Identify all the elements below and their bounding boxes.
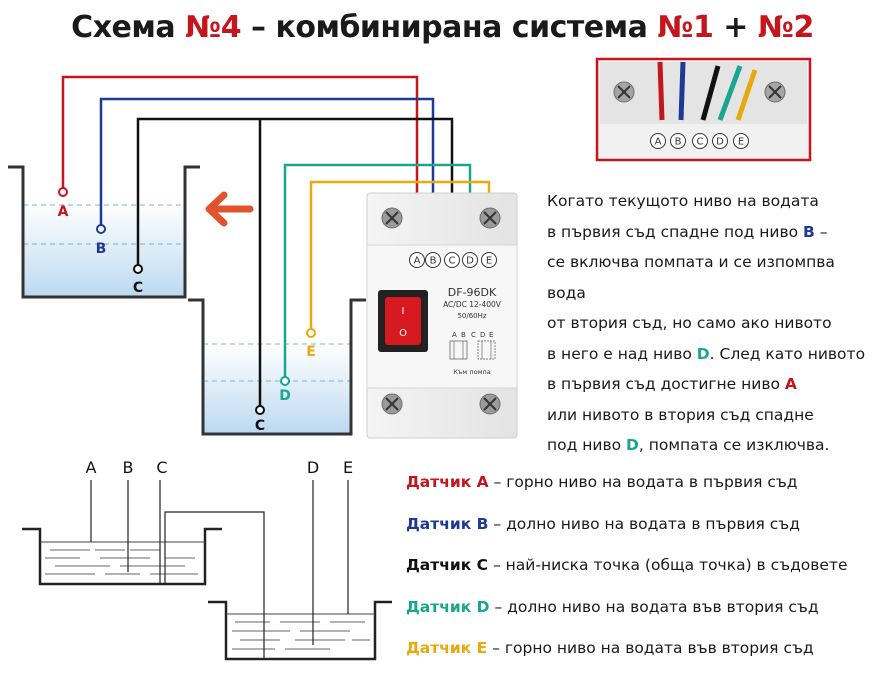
sensor-a-label: A [58, 204, 69, 220]
terminal-c [692, 133, 708, 149]
tank2-water [203, 344, 351, 434]
legend-item-a: Датчик A – горно ниво на водата в първия… [406, 473, 798, 491]
desc-line: под ниво D, помпата се изключва. [547, 436, 830, 454]
sensor-d-label: D [279, 388, 291, 404]
desc-line: в първия съд спадне под ниво B – [547, 222, 828, 241]
terminal-a [409, 252, 425, 268]
sensor-legend: Датчик A – горно ниво на водата в първия… [406, 468, 876, 676]
terminal-label-c: C [697, 137, 704, 148]
desc-line: в него е над ниво D. След като нивото [547, 344, 866, 363]
wire-b [99, 97, 435, 245]
page-title: Схема №4 – комбинирана система №1 + №2 [0, 10, 885, 45]
screw-icon [381, 393, 403, 415]
desc-line: Когато текущото ниво на водата [547, 192, 819, 210]
screw-icon [479, 207, 501, 229]
sensor-d-tank2 [280, 376, 290, 386]
svg-text:B: B [461, 331, 466, 339]
screw-icon [381, 207, 403, 229]
title-prefix: Схема [71, 10, 186, 45]
terminal-label-e: E [486, 256, 492, 267]
arrow-left-icon [205, 191, 254, 227]
sensor-e-label: E [306, 344, 316, 360]
title-n1: №1 [657, 10, 714, 45]
description-text: Когато текущото ниво на водата в първия … [547, 186, 877, 461]
svg-text:I: I [402, 306, 405, 317]
legend-item-e: Датчик E – горно ниво на водата във втор… [406, 639, 814, 657]
title-number: №4 [185, 10, 242, 45]
device-voltage: AC/DC 12-400V [443, 300, 502, 309]
svg-text:O: O [399, 328, 407, 339]
device-model: DF-96DK [448, 286, 497, 299]
title-middle: – комбинирана система [241, 10, 658, 45]
title-n2: №2 [757, 10, 814, 45]
terminal-b [670, 133, 686, 149]
schematic-label-e: E [343, 458, 353, 477]
svg-text:E: E [489, 331, 493, 339]
terminal-e [481, 252, 497, 268]
tank1-outline [8, 165, 200, 299]
device-pump-label: Към помпа [453, 368, 491, 376]
device-frequency: 50/60Hz [457, 312, 486, 320]
tank2-outline [188, 298, 366, 436]
terminal-label-b: B [675, 137, 682, 148]
schematic-label-a: A [86, 458, 97, 477]
terminal-label-a: A [414, 256, 421, 267]
screw-icon [613, 81, 635, 103]
terminal-b [425, 252, 441, 268]
sensor-b-tank1 [96, 224, 106, 234]
sensor-b-label: B [96, 241, 107, 257]
terminal-label-c: C [449, 256, 456, 267]
terminal-label-a: A [655, 137, 662, 148]
title-plus: + [713, 10, 758, 45]
desc-line: или нивото в втория съд спадне [547, 405, 814, 424]
desc-line: в първия съд достигне ниво A [547, 375, 797, 393]
sensor-e-tank2 [306, 328, 316, 338]
terminal-c [444, 252, 460, 268]
sensor-c-tank2 [255, 405, 265, 415]
terminal-a [650, 133, 666, 149]
device-mini-schematic: A B C D E [449, 331, 496, 360]
desc-line: от втория съд, но само ако нивото [547, 314, 832, 332]
legend-item-c: Датчик C – най-ниска точка (обща точка) … [406, 556, 848, 574]
bottom-schematic: A B C D E [22, 458, 392, 661]
tank1-water [23, 204, 185, 297]
desc-line: се включва помпата и се изпомпва вода [547, 253, 835, 302]
legend-item-b: Датчик B – долно ниво на водата в първия… [406, 514, 800, 533]
screw-icon [479, 393, 501, 415]
terminal-d [712, 133, 728, 149]
legend-item-d: Датчик D – долно ниво на водата във втор… [406, 597, 819, 616]
terminal-d [462, 252, 478, 268]
terminal-label-d: D [716, 137, 724, 148]
terminal-label-d: D [466, 256, 474, 267]
sensor-c-tank1 [133, 264, 143, 274]
schematic-label-b: B [123, 458, 134, 477]
svg-text:D: D [480, 331, 485, 339]
terminal-label-b: B [430, 256, 437, 267]
sensor-a-tank1 [58, 187, 68, 197]
sensor-c-label-tank1: C [133, 280, 143, 296]
svg-text:C: C [471, 331, 476, 339]
terminal-e [733, 133, 749, 149]
wire-a [61, 75, 419, 245]
svg-text:A: A [452, 331, 457, 339]
schematic-label-c: C [156, 458, 167, 477]
screw-icon [764, 81, 786, 103]
schematic-label-d: D [307, 458, 319, 477]
terminal-photo-inset: A B C D E [595, 57, 812, 162]
sensor-c-label-tank2: C [255, 418, 265, 434]
terminal-label-e: E [738, 137, 744, 148]
